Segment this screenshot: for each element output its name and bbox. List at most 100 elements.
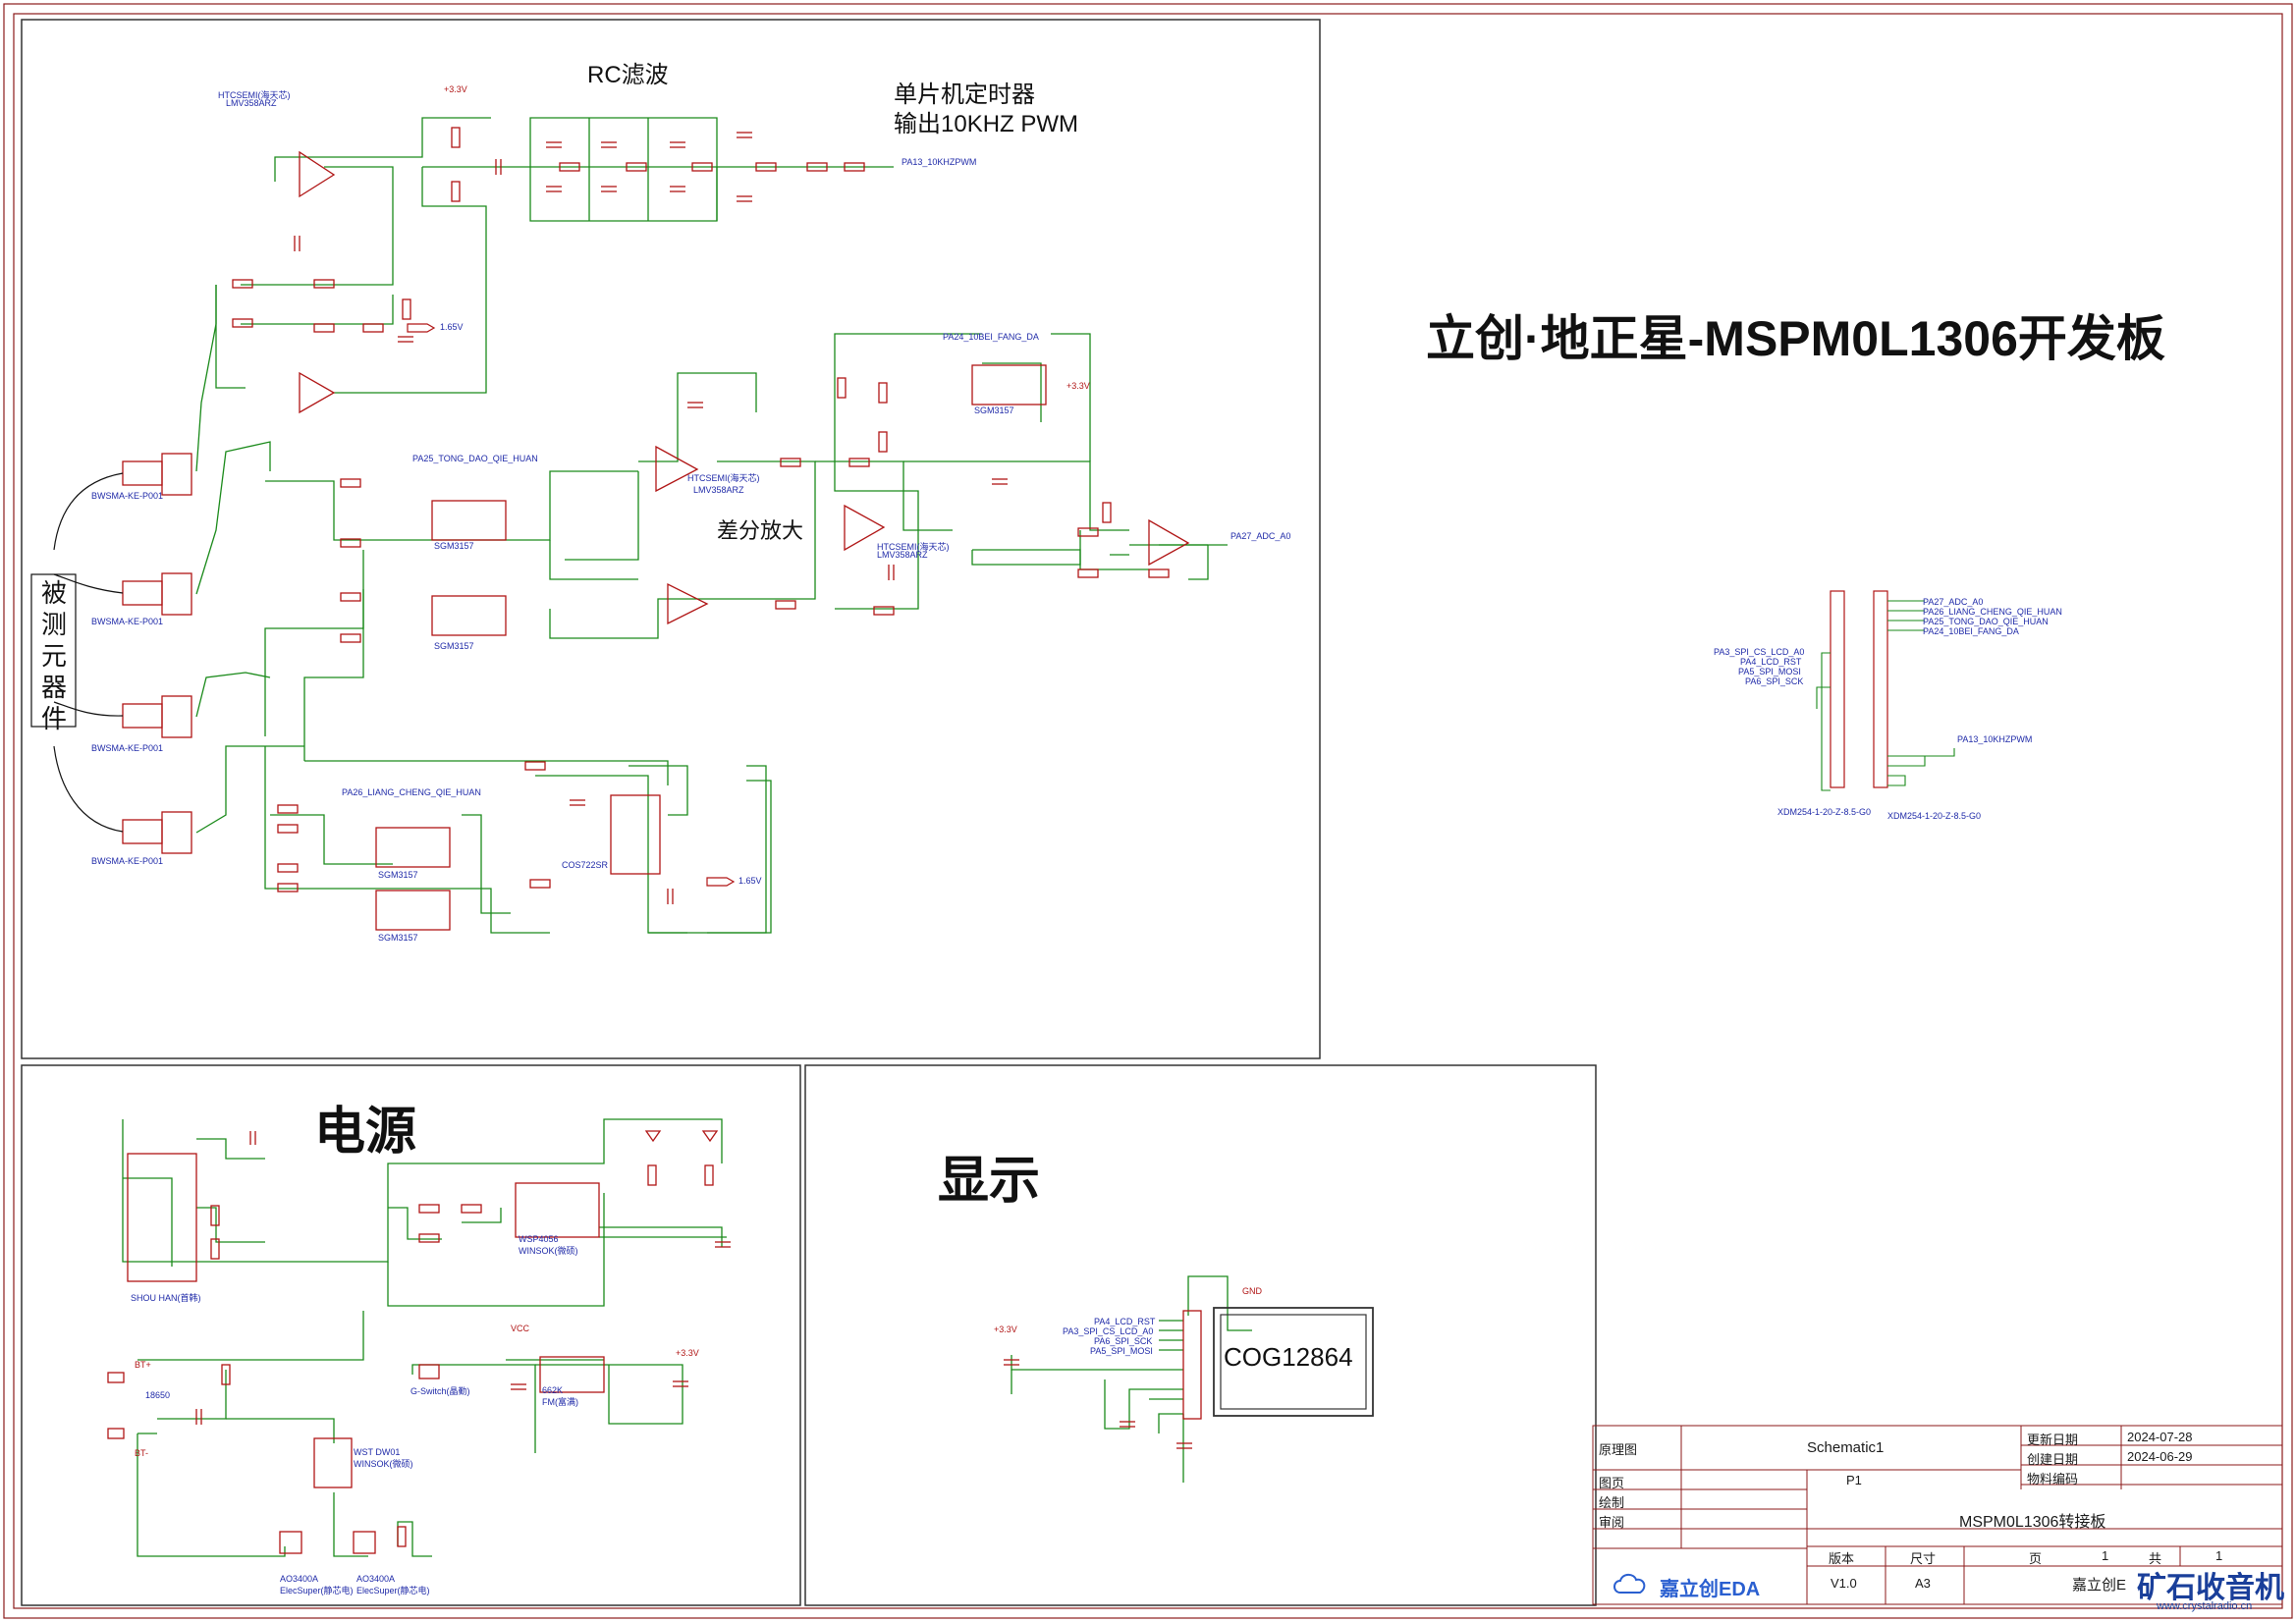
lcd-outline-inner — [1220, 1314, 1367, 1410]
header-u2-part: XDM254-1-20-Z-8.5-G0 — [1887, 811, 1982, 821]
opamp-u9-1 — [655, 445, 699, 493]
dut-box — [30, 573, 77, 728]
header-right-pin-4: PA24_10BEI_FANG_DA — [1923, 626, 2019, 636]
power-wires — [122, 1118, 727, 1557]
switch-u21 — [971, 364, 1047, 406]
u11-vendor: FM(富满) — [542, 1397, 578, 1407]
tb-doc-value: Schematic1 — [1807, 1439, 1885, 1456]
tb-review-label: 审阅 — [1599, 1515, 1625, 1530]
tb-version-value: V1.0 — [1831, 1576, 1857, 1591]
display-section-box — [804, 1064, 1597, 1606]
u16-part: COS722SR — [562, 860, 609, 870]
usb-vendor: SHOU HAN(首韩) — [131, 1293, 201, 1303]
lcd-pin-1: PA4_LCD_RST — [1094, 1317, 1156, 1326]
header-u1-part: XDM254-1-20-Z-8.5-G0 — [1777, 807, 1872, 817]
battery-part: 18650 — [145, 1390, 171, 1400]
analog-wires — [195, 117, 1228, 934]
switch-u19 — [431, 500, 507, 541]
fpc-connector — [1182, 1310, 1202, 1420]
u9-part: LMV358ARZ — [693, 485, 744, 495]
tb-page-label: 图页 — [1599, 1476, 1625, 1490]
u12-part: WSP4056 — [519, 1234, 559, 1244]
header-right-pin-2: PA26_LIANG_CHENG_QIE_HUAN — [1923, 607, 2062, 617]
tb-update-value: 2024-07-28 — [2127, 1430, 2193, 1444]
header-pwm-label: PA13_10KHZPWM — [1957, 734, 2033, 744]
lcd-pin-3: PA6_SPI_SCK — [1094, 1336, 1153, 1346]
u15-part: AO3400A — [356, 1574, 396, 1584]
opamp-u10-2 — [299, 371, 336, 414]
v33-label-3: +3.3V — [994, 1325, 1017, 1334]
rf-connector-rf4 — [122, 819, 163, 844]
power-section-box — [21, 1064, 801, 1606]
charger-ic-u12 — [515, 1182, 600, 1238]
timer-note-1: 单片机定时器 — [894, 81, 1035, 108]
u13-part: WST DW01 — [354, 1447, 401, 1457]
tb-page-value: P1 — [1846, 1473, 1862, 1487]
usb-connector — [127, 1153, 197, 1282]
opamp-u8-2 — [1148, 518, 1190, 567]
rc-filter-label: RC滤波 — [587, 62, 669, 88]
timer-note-2: 输出10KHZ PWM — [894, 111, 1079, 137]
tb-total-label: 共 — [2149, 1551, 2162, 1566]
tb-logo-text: 嘉立创EDA — [1660, 1579, 1761, 1600]
diff-amp-label: 差分放大 — [717, 518, 804, 543]
tb-part-label: 物料编码 — [2027, 1472, 2079, 1487]
header-right-pin-3: PA25_TONG_DAO_QIE_HUAN — [1923, 617, 2049, 626]
opamp-u10-1 — [299, 150, 336, 198]
tb-create-value: 2024-06-29 — [2127, 1449, 2193, 1464]
title-block-grid — [1592, 1425, 2283, 1605]
display-section-title: 显示 — [938, 1153, 1041, 1210]
u20-part: SGM3157 — [434, 641, 474, 651]
switch-u17 — [375, 827, 451, 868]
u19-part: SGM3157 — [434, 541, 474, 551]
vcc-label: VCC — [511, 1324, 530, 1333]
header-u2 — [1873, 590, 1888, 788]
capacitors — [294, 132, 1008, 904]
rf4-part: BWSMA-KE-P001 — [91, 856, 164, 866]
u18-part: SGM3157 — [378, 933, 418, 943]
rf-connector-rf3 — [122, 703, 163, 729]
ref-ic-u16 — [610, 794, 661, 875]
gswitch-part: G-Switch(晶勤) — [410, 1386, 470, 1396]
tb-watermark: 矿石收音机 — [2137, 1572, 2284, 1604]
lcd-module-label: COG12864 — [1224, 1342, 1353, 1372]
tb-sheet-value: 1 — [2102, 1548, 2109, 1563]
tongdao-net-label: PA25_TONG_DAO_QIE_HUAN — [412, 454, 538, 463]
opamp-u9-2 — [667, 582, 709, 625]
tb-watermark-url: www.crystalradio.cn — [2157, 1600, 2253, 1612]
header-right-pin-1: PA27_ADC_A0 — [1923, 597, 1984, 607]
headers — [1830, 590, 1888, 788]
tb-sheet-label: 页 — [2029, 1551, 2043, 1566]
rf-connector-rf2 — [122, 580, 163, 606]
protect-ic-u13 — [313, 1437, 353, 1488]
header-u1 — [1830, 590, 1845, 788]
u12-vendor: WINSOK(微硕) — [519, 1246, 578, 1256]
v33-label-4: +3.3V — [676, 1348, 699, 1358]
tb-create-label: 创建日期 — [2027, 1452, 2079, 1467]
u14-vendor: ElecSuper(静芯电) — [280, 1586, 354, 1595]
rf2-part: BWSMA-KE-P001 — [91, 617, 164, 626]
header-left-pin-4: PA6_SPI_SCK — [1745, 676, 1804, 686]
u10-vendor: HTCSEMI(海天芯) — [218, 90, 291, 100]
dut-label: 被测元器件 — [40, 578, 67, 733]
v165-label-2: 1.65V — [738, 876, 762, 886]
lcd-outline-outer — [1213, 1307, 1374, 1417]
tb-board-name: MSPM0L1306转接板 — [1959, 1514, 2106, 1531]
u13-vendor: WINSOK(微硕) — [354, 1459, 413, 1469]
u17-part: SGM3157 — [378, 870, 418, 880]
opamp-u8-1 — [844, 504, 886, 552]
rf3-part: BWSMA-KE-P001 — [91, 743, 164, 753]
u15-vendor: ElecSuper(静芯电) — [356, 1586, 430, 1595]
v33-label-1: +3.3V — [444, 84, 467, 94]
gnd-label: GND — [1242, 1286, 1262, 1296]
analog-components — [122, 127, 1190, 931]
power-components — [107, 1130, 731, 1554]
rf1-part: BWSMA-KE-P001 — [91, 491, 164, 501]
u8-vendor: HTCSEMI(海天芯) — [877, 542, 950, 552]
u21-part: SGM3157 — [974, 406, 1014, 415]
u10-part: LMV358ARZ — [226, 98, 277, 108]
v33-label-2: +3.3V — [1066, 381, 1090, 391]
header-left-pin-2: PA4_LCD_RST — [1740, 657, 1802, 667]
analog-section-box — [21, 19, 1321, 1059]
